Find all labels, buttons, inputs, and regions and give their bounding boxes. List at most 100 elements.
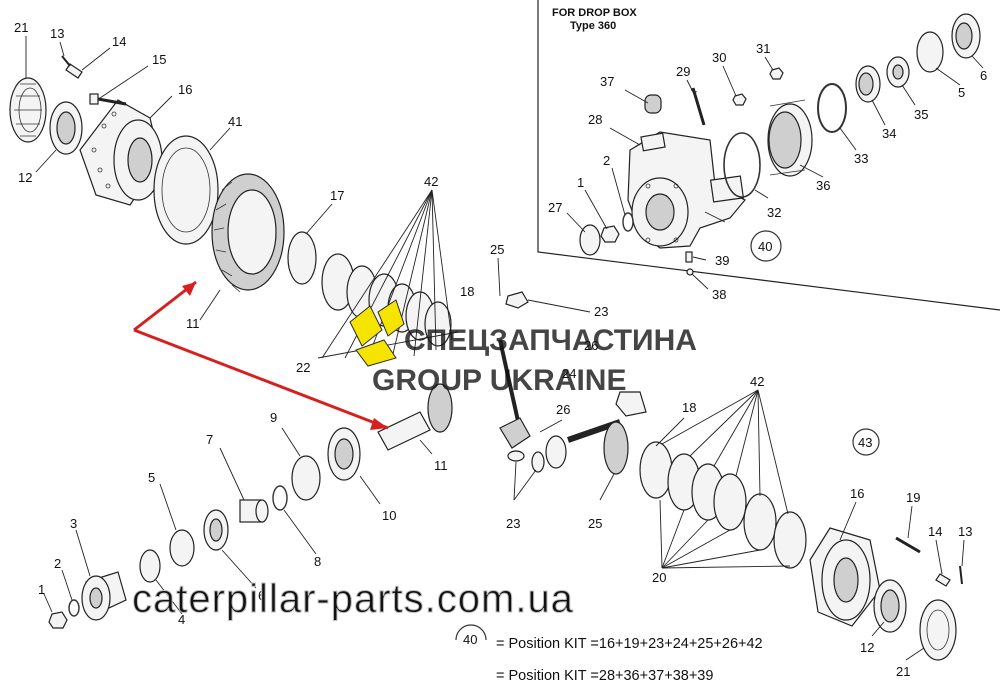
clutch-discs-top: [321, 253, 452, 347]
bearing-6: [203, 509, 229, 551]
callout-21-top: 21: [14, 20, 28, 35]
red-pointer-arrows: [133, 280, 389, 430]
callout-1: 1: [38, 582, 45, 597]
pinion-11: [377, 383, 453, 451]
clutch-discs-bottom: [639, 441, 807, 569]
bearing-10: [327, 427, 361, 481]
stud-bolt: [690, 87, 706, 126]
dowel-pin: [644, 94, 662, 114]
cross-shaft-25: [567, 419, 629, 475]
ring-gear-11: [211, 173, 285, 293]
bolt-13-top: [61, 55, 71, 67]
o-ring-2-inset: [622, 212, 634, 232]
callout-9: 9: [270, 410, 277, 425]
shim-41: [153, 135, 219, 245]
callout-38: 38: [712, 287, 726, 302]
callout-19: 19: [906, 490, 920, 505]
spider-cross-24: [498, 291, 647, 431]
callout-18-bot: 18: [682, 400, 696, 415]
callout-20: 20: [652, 570, 666, 585]
bolt-13-bottom: [959, 565, 963, 585]
callout-12-top: 12: [18, 170, 32, 185]
snap-ring-33: [817, 83, 847, 133]
callout-33: 33: [854, 151, 868, 166]
callout-30: 30: [712, 50, 726, 65]
callout-25-bot: 25: [588, 516, 602, 531]
callout-41: 41: [228, 114, 242, 129]
bearing-12-bottom: [873, 579, 907, 633]
callout-12-bot: 12: [860, 640, 874, 655]
drop-box-housing: [627, 131, 746, 249]
callout-5-inset: 5: [958, 85, 965, 100]
kit-line-1: = Position KIT =16+19+23+24+25+26+42: [496, 636, 763, 652]
callout-14-bot: 14: [928, 524, 942, 539]
bolt-19: [895, 536, 921, 554]
callout-15: 15: [152, 52, 166, 67]
callout-6: 6: [258, 588, 265, 603]
tone-ring-21-bottom: [919, 599, 957, 661]
washer-4: [139, 549, 161, 583]
o-ring-32: [723, 132, 761, 198]
callout-39: 39: [715, 253, 729, 268]
callout-11-mid: 11: [434, 458, 448, 473]
callout-36: 36: [816, 178, 830, 193]
kit-line-2: = Position KIT =28+36+37+38+39: [496, 668, 713, 684]
watermark-brand-line1: СПЕЦЗАПЧАСТИНА: [404, 324, 697, 357]
watermark-logo-icon: [349, 299, 405, 367]
seal-27: [579, 224, 601, 256]
callout-40-circle: [750, 230, 782, 262]
bearing-34: [855, 65, 881, 103]
watermark-brand-line2: GROUP UKRAINE: [372, 364, 626, 397]
callout-3: 3: [70, 516, 77, 531]
callout-2-inset: 2: [603, 153, 610, 168]
diff-case-16-top: [79, 99, 163, 206]
pinion-stack: 9 7 11 10 5 8 3 2 1 4 6: [38, 383, 453, 629]
bearing-6-inset: [951, 13, 981, 59]
ring-8: [272, 485, 288, 511]
callout-10: 10: [382, 508, 396, 523]
callout-18-top: 18: [460, 284, 474, 299]
callout-24: 24: [562, 366, 576, 381]
callout-8: 8: [314, 554, 321, 569]
kit-notes: 40 = Position KIT =16+19+23+24+25+26+42 …: [455, 624, 763, 684]
breather-39: [685, 251, 693, 263]
callout-21-bot: 21: [896, 664, 910, 679]
callout-14-top: 14: [112, 34, 126, 49]
lock-plate-14-top: [65, 63, 83, 79]
watermark-website: caterpillar-parts.com.ua: [132, 577, 574, 621]
callout-26-bot: 26: [556, 402, 570, 417]
callout-1-inset: 1: [577, 175, 584, 190]
callout-6-inset: 6: [980, 68, 987, 83]
callout-5: 5: [148, 470, 155, 485]
callout-11-top: 11: [186, 316, 200, 331]
callout-26-mid: 26: [584, 338, 598, 353]
lock-plate-14-bottom: [935, 573, 951, 587]
callout-28: 28: [588, 112, 602, 127]
nut-31: [769, 67, 784, 80]
callout-23-bot: 23: [506, 516, 520, 531]
ring-9: [291, 455, 321, 501]
thrust-washer-23b: [531, 451, 545, 473]
plug-38: [686, 268, 694, 276]
lower-right-parts: 23 26 25 42 18 20 43 16 19 14 13 12 21: [499, 374, 972, 679]
callout-42-bot: 42: [750, 374, 764, 389]
callout-2: 2: [54, 556, 61, 571]
callout-4: 4: [178, 612, 185, 627]
spline-nut-35: [886, 56, 910, 88]
tone-ring-21-top: [9, 77, 47, 143]
callout-40-inset: 40: [758, 239, 772, 254]
callout-23-top: 23: [594, 304, 608, 319]
callout-13-top: 13: [50, 26, 64, 41]
callout-35: 35: [914, 107, 928, 122]
callout-7: 7: [206, 432, 213, 447]
callout-17: 17: [330, 188, 344, 203]
inset-title-line2: Type 360: [570, 20, 616, 32]
callout-16-bot: 16: [850, 486, 864, 501]
pinion-leaders: [43, 427, 433, 615]
callout-40-kit: 40: [463, 632, 477, 647]
pinion-gear-26: [499, 417, 567, 469]
spacer-7: [239, 499, 269, 523]
callout-34: 34: [882, 126, 896, 141]
thrust-washer-23: [507, 450, 525, 462]
